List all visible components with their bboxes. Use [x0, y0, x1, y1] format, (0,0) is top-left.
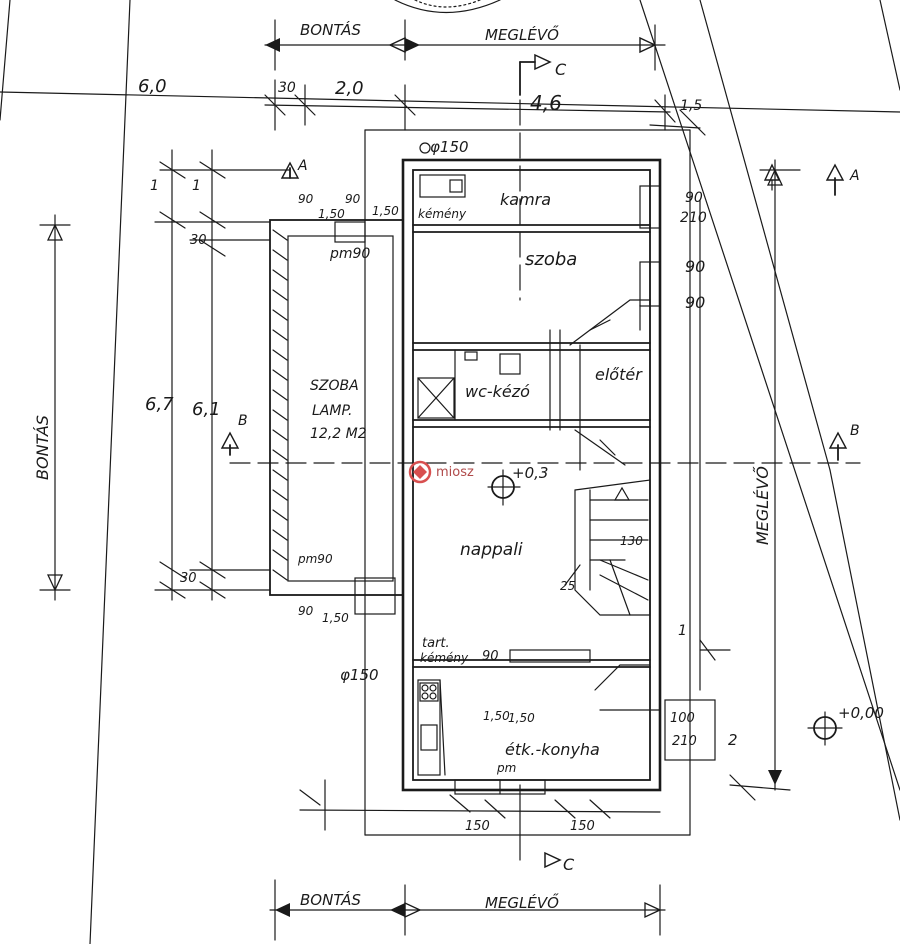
dim-90-a: 90 [298, 192, 314, 206]
dim-130: 130 [620, 534, 643, 548]
room-szoba-lamp-2: LAMP. [312, 403, 352, 419]
section-b-markers [220, 431, 861, 464]
level-03: +0,3 [512, 464, 548, 482]
dim-pm90-top: pm90 [329, 246, 370, 262]
dim-30-left-bottom: 30 [180, 571, 197, 586]
interior-partitions [412, 224, 651, 668]
label-bontas-bottom: BONTÁS [300, 890, 361, 909]
dim-150-bottom-left: 150 [465, 819, 490, 834]
dim-1-left: 1 [150, 178, 159, 194]
chimney-top [419, 142, 466, 198]
dim-30: 30 [278, 80, 296, 96]
right-meglevo-dim [699, 159, 801, 801]
dim-90-r3: 90 [685, 293, 705, 312]
level-marks [487, 469, 843, 746]
room-kemeny-top: kémény [418, 207, 467, 221]
dim-46: 4,6 [530, 91, 562, 115]
dim-pm90-mid: pm90 [297, 552, 333, 566]
wc-box [417, 351, 521, 419]
label-section-a-right: A [849, 168, 860, 184]
dim-1-right: 1 [678, 623, 687, 639]
dim-210-r1: 210 [680, 210, 707, 226]
room-szoba: szoba [525, 249, 577, 270]
dim-pm-bottom: pm [496, 761, 516, 775]
left-bontas-dim [39, 214, 71, 601]
top-well-symbol [394, 0, 501, 13]
room-tart: tart. [422, 636, 450, 651]
dim-phi150-mid: φ150 [340, 666, 379, 684]
section-c-top-marker [519, 53, 552, 96]
left-wing-walls [269, 219, 404, 596]
kitchen-fixtures [417, 664, 716, 776]
dim-90-bl: 90 [298, 604, 314, 618]
level-000: +0,00 [838, 704, 884, 722]
room-kemeny-bottom: kémény [420, 651, 469, 665]
dim-150-a: 1,50 [318, 207, 345, 221]
label-section-c-top: C [555, 60, 567, 79]
room-kamra: kamra [500, 190, 551, 209]
dim-90-b: 90 [345, 192, 361, 206]
windows [334, 185, 661, 795]
dim-150-k2: 1,50 [508, 711, 535, 725]
dim-67: 6,7 [145, 394, 174, 415]
label-meglevo-bottom: MEGLÉVŐ [485, 892, 559, 912]
dim-15: 1,5 [680, 98, 702, 114]
watermark-text: miosz [436, 465, 474, 480]
room-nappali: nappali [460, 540, 523, 560]
label-section-c-bottom: C [563, 855, 575, 874]
dim-30-left: 30 [190, 233, 207, 248]
dim-pm90-kitchen: 90 [482, 649, 499, 664]
dim-150-k1: 1,50 [483, 709, 510, 723]
dim-210-b: 210 [672, 734, 697, 749]
dim-150-bl: 1,50 [322, 611, 349, 625]
dim-60: 6,0 [138, 76, 167, 97]
dim-phi150-top: φ150 [430, 138, 469, 156]
dim-90-r1: 90 [685, 190, 703, 206]
label-meglevo-top: MEGLÉVŐ [485, 24, 559, 44]
label-bontas-vertical: BONTÁS [33, 415, 52, 480]
dim-20: 2,0 [335, 78, 364, 99]
label-section-b-right: B [850, 423, 860, 439]
watermark-logo [408, 460, 432, 484]
staircase [569, 299, 651, 616]
label-meglevo-vertical: MEGLÉVŐ [752, 466, 772, 545]
top-dimension-chain [264, 19, 706, 136]
dim-61: 6,1 [192, 399, 221, 420]
dim-2: 2 [728, 731, 738, 749]
section-a-markers [280, 161, 845, 196]
section-c-bottom-marker [544, 851, 562, 869]
room-area: 12,2 M2 [310, 426, 367, 442]
bottom-dimension-chain [269, 779, 666, 941]
room-eloter: előtér [595, 365, 643, 384]
dim-150-bottom-right: 150 [570, 819, 595, 834]
room-etk-konyha: étk.-konyha [505, 740, 600, 759]
door-swings [564, 304, 641, 586]
label-section-a-left: A [297, 158, 308, 174]
dim-90-r2: 90 [685, 257, 705, 276]
room-szoba-lamp: SZOBA [310, 378, 359, 394]
dim-100: 100 [670, 711, 695, 726]
dim-25: 25 [560, 579, 575, 593]
dim-1b-left: 1 [192, 178, 201, 194]
left-dimension-chain [154, 149, 291, 601]
label-section-b-left: B [238, 413, 248, 429]
label-bontas-top: BONTÁS [300, 20, 361, 39]
dim-150-b: 1,50 [372, 204, 399, 218]
room-wc-kezo: wc-kézó [465, 382, 530, 401]
